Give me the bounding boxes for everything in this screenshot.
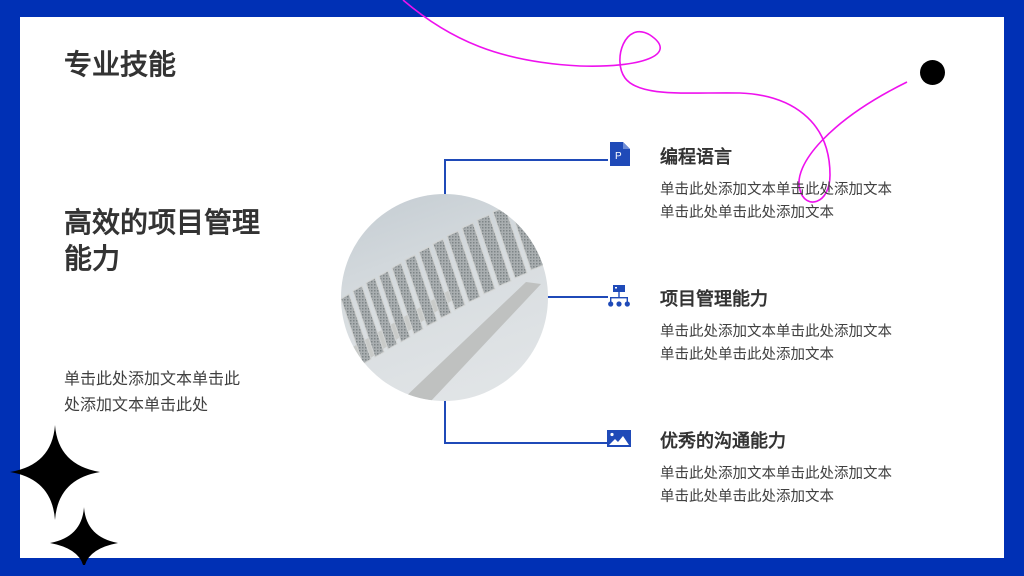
svg-text:P: P (615, 151, 622, 162)
architecture-photo (341, 194, 548, 401)
org-chart-icon (607, 284, 631, 308)
skill-description-project-management: 单击此处添加文本单击此处添加文本单击此处单击此处添加文本 (660, 324, 892, 363)
sparkle-icon (10, 425, 118, 565)
skill-description-communication: 单击此处添加文本单击此处添加文本单击此处单击此处添加文本 (660, 466, 892, 505)
connector-top-horizontal (444, 159, 608, 161)
connector-bottom-vertical (444, 400, 446, 443)
connector-top-vertical (444, 159, 446, 195)
page-title: 专业技能 (64, 48, 177, 81)
skill-title-programming: 编程语言 (660, 147, 732, 168)
section-heading: 高效的项目管理能力 (64, 206, 261, 275)
connector-middle-horizontal (546, 296, 608, 298)
skill-description-programming: 单击此处添加文本单击此处添加文本单击此处单击此处添加文本 (660, 182, 892, 221)
image-icon (607, 426, 631, 450)
skill-title-project-management: 项目管理能力 (660, 289, 768, 310)
decorative-dot (920, 60, 945, 85)
connector-bottom-horizontal (444, 442, 608, 444)
document-p-icon: P (608, 142, 632, 166)
skill-title-communication: 优秀的沟通能力 (660, 431, 786, 452)
section-description: 单击此处添加文本单击此处添加文本单击此处 (64, 369, 241, 414)
